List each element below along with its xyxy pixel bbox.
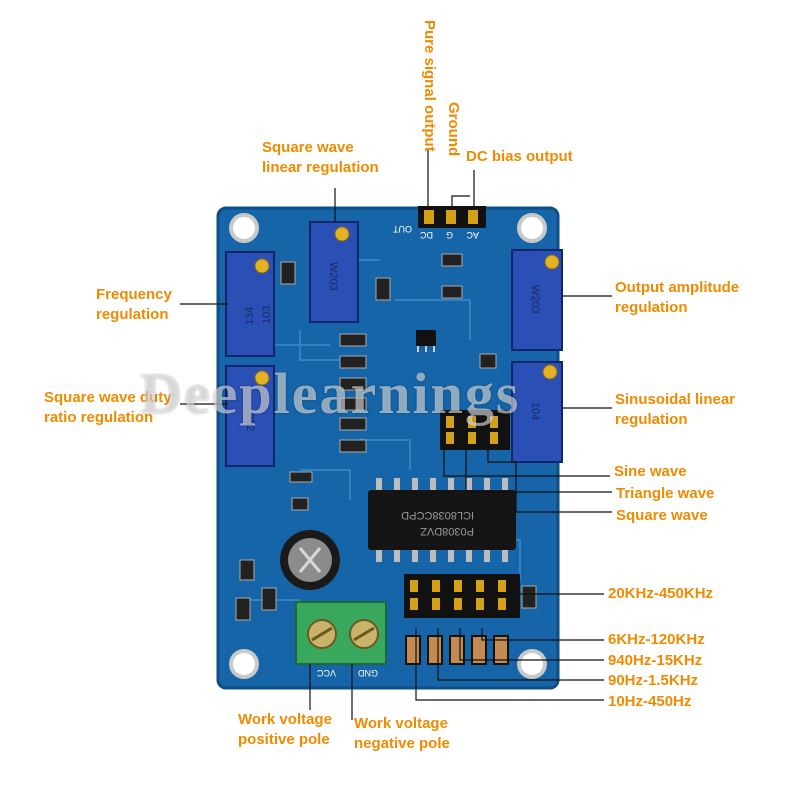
- range-capacitors: [405, 635, 509, 665]
- label-range-20khz-450khz: 20KHz-450KHz: [608, 585, 714, 602]
- watermark: Deeplearnings: [140, 361, 521, 426]
- label-duty-ratio: Square wave duty ratio regulation: [44, 389, 172, 426]
- label-square-wave-linear: Square wave linear regulation: [262, 139, 379, 176]
- smd-components: [235, 253, 537, 621]
- pot-square-linear[interactable]: W203: [309, 221, 359, 323]
- pin-g-silk: G: [446, 230, 453, 240]
- pot-sinusoidal-linear[interactable]: 104: [511, 361, 563, 463]
- label-triangle-wave: Triangle wave: [616, 485, 715, 502]
- chip-marking-1: ICL8038CCPD: [401, 509, 474, 521]
- leader-lines: [180, 150, 612, 720]
- label-output-amplitude: Output amplitude regulation: [615, 279, 740, 316]
- label-frequency-regulation: Frequency regulation: [96, 286, 172, 323]
- label-range-6khz-120khz: 6KHz-120KHz: [608, 631, 705, 648]
- svg-text:134: 134: [244, 307, 256, 325]
- chip-marking-2: P0308DVZ: [420, 525, 474, 537]
- power-terminal-block[interactable]: VCC GND: [295, 601, 387, 678]
- svg-text:W203: W203: [529, 285, 541, 314]
- pin-dc-silk: DC: [420, 230, 433, 240]
- svg-text:103: 103: [261, 306, 273, 324]
- label-sinusoidal-linear: Sinusoidal linear regulation: [615, 391, 736, 428]
- label-sine-wave: Sine wave: [614, 463, 687, 480]
- label-dc-bias-output: DC bias output: [466, 148, 573, 165]
- transistor-q1: [416, 330, 436, 352]
- mounting-hole: [517, 213, 547, 243]
- svg-text:W203: W203: [327, 262, 339, 291]
- mounting-hole: [229, 649, 259, 679]
- vcc-silk: VCC: [316, 668, 336, 678]
- mounting-hole: [517, 649, 547, 679]
- waveform-select-header[interactable]: [440, 410, 510, 450]
- svg-text:202: 202: [244, 413, 256, 431]
- ic-chip: ICL8038CCPD P0308DVZ: [368, 478, 516, 562]
- pot-output-amplitude[interactable]: W203: [511, 249, 563, 351]
- electrolytic-capacitor: [280, 530, 340, 590]
- label-vcc-positive-pole: Work voltage positive pole: [238, 711, 332, 748]
- pot-duty-ratio[interactable]: 202: [225, 365, 275, 467]
- label-range-90hz-1-5khz: 90Hz-1.5KHz: [608, 672, 699, 689]
- label-range-940hz-15khz: 940Hz-15KHz: [608, 652, 703, 669]
- out-silk-label: OUT: [393, 224, 413, 234]
- label-pure-signal-output: Pure signal output: [421, 20, 438, 152]
- label-range-10hz-450hz: 10Hz-450Hz: [608, 693, 692, 710]
- label-square-wave: Square wave: [616, 507, 708, 524]
- svg-text:104: 104: [529, 402, 541, 420]
- mounting-hole: [229, 213, 259, 243]
- pot-frequency[interactable]: 134 103: [225, 251, 275, 357]
- gnd-silk: GND: [358, 668, 379, 678]
- out-header: OUT DC G AC: [393, 206, 486, 240]
- label-ground: Ground: [445, 102, 462, 157]
- label-gnd-negative-pole: Work voltage negative pole: [354, 715, 450, 752]
- pin-ac-silk: AC: [466, 230, 479, 240]
- frequency-range-header[interactable]: [404, 574, 520, 618]
